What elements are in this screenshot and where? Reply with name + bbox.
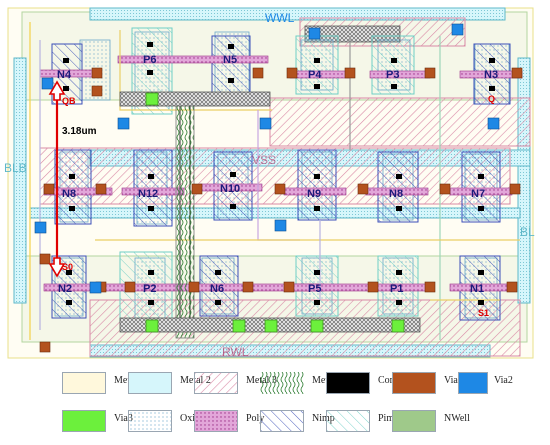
- legend-label: Cont: [378, 375, 398, 386]
- net-label-s1: S1: [478, 308, 489, 318]
- device-label-n7: N7: [471, 188, 485, 200]
- device-label-n2: N2: [58, 283, 72, 295]
- net-label-s0: S0: [62, 262, 73, 272]
- legend-label: Via2: [494, 375, 513, 386]
- device-label-p1: P1: [390, 283, 403, 295]
- via3-array: [145, 92, 405, 333]
- legend-label: NWell: [444, 413, 470, 424]
- net-label-blb: BLB: [4, 161, 27, 175]
- net-label-q: Q: [488, 94, 495, 104]
- swatch-pimp: [326, 410, 370, 432]
- device-label-n4: N4: [57, 69, 72, 81]
- net-label-bl: BL: [520, 225, 535, 239]
- device-label-n8-right: N8: [389, 188, 403, 200]
- device-label-p5: P5: [308, 283, 321, 295]
- net-label-qb: QB: [62, 96, 76, 106]
- net-label-vss: VSS: [252, 153, 276, 167]
- contacts: [63, 42, 495, 305]
- swatch-via3: [62, 410, 106, 432]
- device-label-n8-left: N8: [62, 188, 76, 200]
- device-label-n5: N5: [223, 54, 237, 66]
- device-label-p6: P6: [143, 54, 156, 66]
- device-label-n1: N1: [470, 283, 484, 295]
- device-labels: N4 P6 N5 P4 P3 N3 N8 N12 N10 N9 N8 N7 N2…: [57, 54, 498, 295]
- swatch-metal4: [260, 372, 304, 394]
- legend-label: Via1: [444, 375, 463, 386]
- swatch-nwell: [392, 410, 436, 432]
- device-label-p4: P4: [308, 69, 322, 81]
- via2-array: [34, 23, 500, 294]
- swatch-via1: [392, 372, 436, 394]
- legend-label: Nimp: [312, 413, 335, 424]
- legend-label: Via3: [114, 413, 133, 424]
- net-label-wwl: WWL: [265, 11, 295, 25]
- metal4-stub: [119, 91, 271, 107]
- device-label-n6: N6: [210, 283, 224, 295]
- dimension-marker: [48, 80, 66, 278]
- swatch-metal2: [128, 372, 172, 394]
- dimension-label: 3.18um: [62, 126, 97, 137]
- legend-label: Oxide: [180, 413, 205, 424]
- swatch-cont: [326, 372, 370, 394]
- swatch-via2: [458, 372, 488, 394]
- device-label-n9: N9: [307, 188, 321, 200]
- swatch-poly: [194, 410, 238, 432]
- swatch-metal3: [194, 372, 238, 394]
- device-label-p3: P3: [386, 69, 399, 81]
- legend-label: Pimp: [378, 413, 400, 424]
- device-label-n10: N10: [220, 183, 240, 195]
- layer-legend: Metal 1 Metal 2 Metal 3 Metal 4 Cont Via…: [0, 364, 550, 445]
- swatch-oxide: [128, 410, 172, 432]
- metal4-route: [175, 97, 195, 339]
- swatch-nimp: [260, 410, 304, 432]
- device-label-n3: N3: [484, 69, 498, 81]
- legend-label: Poly: [246, 413, 265, 424]
- swatch-metal1: [62, 372, 106, 394]
- net-label-rwl: RWL: [222, 345, 249, 359]
- device-label-p2: P2: [143, 283, 156, 295]
- device-label-n12: N12: [138, 188, 158, 200]
